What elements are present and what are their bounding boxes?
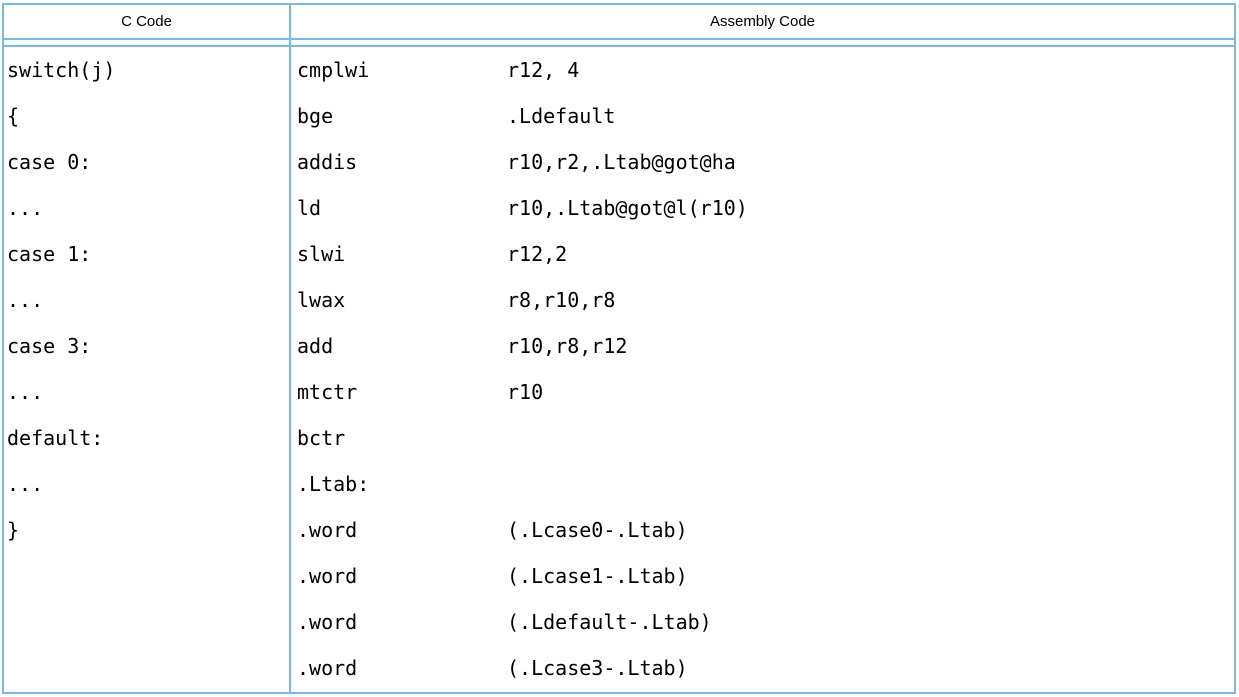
assembly-mnemonic: bge	[297, 104, 334, 128]
assembly-line: bctr	[291, 415, 1234, 461]
assembly-operands: r12, 4	[507, 58, 580, 82]
c-code-line: ...	[7, 196, 44, 220]
assembly-line: .Ltab:	[291, 461, 1234, 507]
assembly-operands: .Ldefault	[507, 104, 616, 128]
assembly-operands: (.Lcase0-.Ltab)	[507, 518, 688, 542]
assembly-line: .word (.Ldefault-.Ltab)	[291, 599, 1234, 645]
assembly-mnemonic: mtctr	[297, 380, 358, 404]
assembly-mnemonic: .word	[297, 656, 358, 680]
assembly-mnemonic: cmplwi	[297, 58, 370, 82]
header-c-code: C Code	[121, 13, 172, 30]
assembly-line: .word (.Lcase3-.Ltab)	[291, 645, 1234, 691]
assembly-operands: r8,r10,r8	[507, 288, 616, 312]
assembly-operands: r10	[507, 380, 544, 404]
c-code-line: ...	[7, 380, 44, 404]
assembly-line: bge .Ldefault	[291, 93, 1234, 139]
assembly-line: lwax r8,r10,r8	[291, 277, 1234, 323]
assembly-operands: (.Lcase1-.Ltab)	[507, 564, 688, 588]
c-code-line: case 0:	[7, 150, 92, 174]
assembly-mnemonic: slwi	[297, 242, 346, 266]
c-code-line: ...	[7, 288, 44, 312]
assembly-operands: r10,.Ltab@got@l(r10)	[507, 196, 748, 220]
assembly-line: .word (.Lcase1-.Ltab)	[291, 553, 1234, 599]
assembly-code-column: cmplwi r12, 4 bge .Ldefault addis r10,r2,.L…	[291, 47, 1234, 692]
column-divider	[289, 5, 291, 692]
assembly-line: mtctr r10	[291, 369, 1234, 415]
assembly-mnemonic: .word	[297, 518, 358, 542]
c-code-line: ...	[7, 472, 44, 496]
c-code-line: case 1:	[7, 242, 92, 266]
assembly-line: .word (.Lcase0-.Ltab)	[291, 507, 1234, 553]
c-code-column: switch(j) { case 0: ... case 1: ... case…	[4, 47, 289, 692]
assembly-mnemonic: .Ltab:	[297, 472, 370, 496]
c-code-line: default:	[7, 426, 104, 450]
c-code-line: {	[7, 104, 20, 128]
assembly-mnemonic: addis	[297, 150, 358, 174]
assembly-mnemonic: lwax	[297, 288, 346, 312]
code-comparison-table: C Code Assembly Code switch(j) { case 0:…	[2, 3, 1236, 694]
assembly-operands: r12,2	[507, 242, 568, 266]
assembly-line: cmplwi r12, 4	[291, 47, 1234, 93]
assembly-operands: (.Lcase3-.Ltab)	[507, 656, 688, 680]
assembly-line: add r10,r8,r12	[291, 323, 1234, 369]
assembly-mnemonic: bctr	[297, 426, 346, 450]
c-code-line	[4, 645, 289, 691]
assembly-line: addis r10,r2,.Ltab@got@ha	[291, 139, 1234, 185]
header-separator-top-rule	[4, 38, 1234, 40]
header-assembly-code: Assembly Code	[709, 13, 816, 30]
assembly-mnemonic: .word	[297, 564, 358, 588]
assembly-operands: r10,r8,r12	[507, 334, 628, 358]
c-code-line: }	[7, 518, 20, 542]
assembly-operands: (.Ldefault-.Ltab)	[507, 610, 712, 634]
assembly-line: ld r10,.Ltab@got@l(r10)	[291, 185, 1234, 231]
c-code-line	[4, 599, 289, 645]
assembly-mnemonic: .word	[297, 610, 358, 634]
c-code-line: switch(j)	[7, 58, 116, 82]
assembly-operands: r10,r2,.Ltab@got@ha	[507, 150, 736, 174]
header-separator-bottom-rule	[4, 45, 1234, 47]
assembly-mnemonic: ld	[297, 196, 322, 220]
c-code-line	[4, 553, 289, 599]
assembly-mnemonic: add	[297, 334, 334, 358]
assembly-line: slwi r12,2	[291, 231, 1234, 277]
c-code-line: case 3:	[7, 334, 92, 358]
